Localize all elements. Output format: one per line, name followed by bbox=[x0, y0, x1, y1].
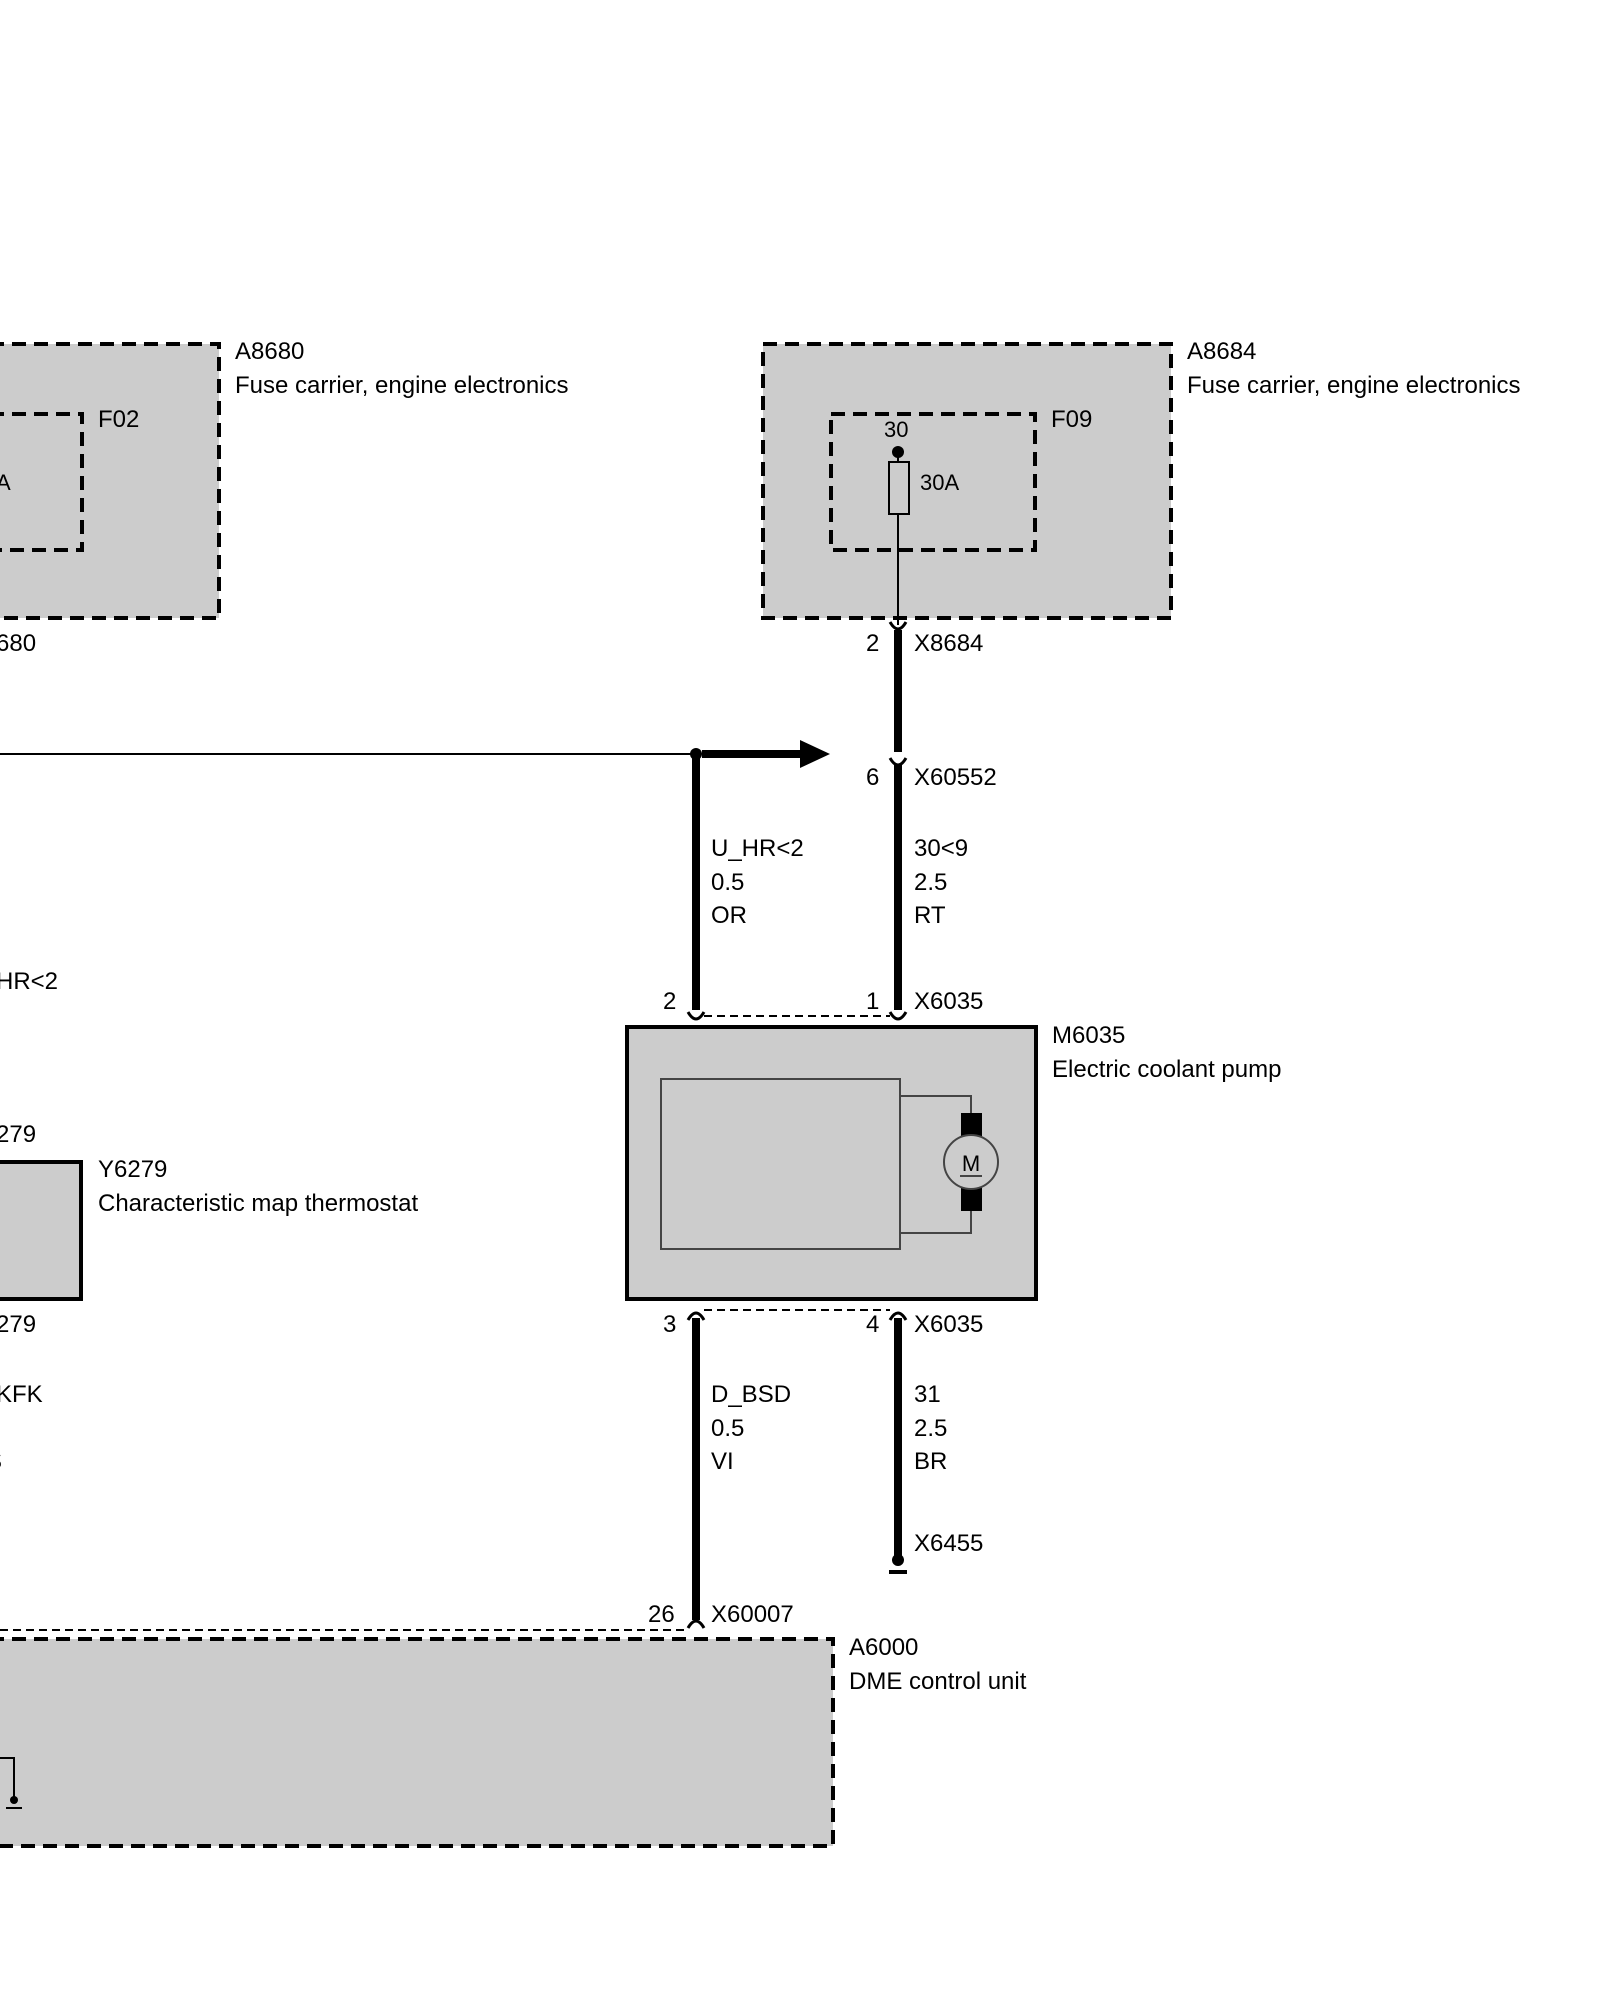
x6455-id: X6455 bbox=[914, 1530, 983, 1557]
wire-u-hr-label: U_HR<2 0.5 OR bbox=[711, 835, 804, 929]
thermostat-connector-bottom: 279 bbox=[0, 1311, 36, 1338]
thermostat-y6279: HR<2 279 Y6279 Characteristic map thermo… bbox=[0, 968, 418, 1475]
x8684-id: X8684 bbox=[914, 630, 983, 657]
thermostat-wire-signal: HR<2 bbox=[0, 968, 58, 995]
a8684-name: Fuse carrier, engine electronics bbox=[1187, 372, 1521, 399]
internal-ground-icon bbox=[0, 1757, 22, 1809]
wire-31-signal: 31 bbox=[914, 1381, 941, 1408]
f02-id: F02 bbox=[98, 406, 139, 433]
a8680-id: A8680 bbox=[235, 338, 304, 365]
u-hr-cross-section: 0.5 bbox=[711, 869, 744, 896]
pump-pin-1: 1 bbox=[866, 988, 879, 1015]
pump-pin-4: 4 bbox=[866, 1311, 879, 1338]
x60552-pin: 6 bbox=[866, 764, 879, 791]
connector-x6035-bottom: 3 4 X6035 bbox=[663, 1309, 983, 1338]
x8680-connector: 680 bbox=[0, 630, 36, 657]
thermostat-wire-color: S bbox=[0, 1448, 2, 1475]
wire-31-label: 31 2.5 BR bbox=[914, 1381, 947, 1475]
x6035-bottom-id: X6035 bbox=[914, 1311, 983, 1338]
d-bsd-color: VI bbox=[711, 1448, 734, 1475]
pump-name: Electric coolant pump bbox=[1052, 1056, 1281, 1083]
a8684-id: A8684 bbox=[1187, 338, 1256, 365]
dme-name: DME control unit bbox=[849, 1668, 1027, 1695]
fuse-carrier-a8680: A8680 Fuse carrier, engine electronics F… bbox=[0, 338, 569, 657]
f02-rating: A bbox=[0, 470, 11, 495]
d-bsd-cross-section: 0.5 bbox=[711, 1415, 744, 1442]
f09-pin: 30 bbox=[884, 417, 908, 442]
x8684-pin: 2 bbox=[866, 630, 879, 657]
wire-31-cross-section: 2.5 bbox=[914, 1415, 947, 1442]
thermostat-id: Y6279 bbox=[98, 1156, 167, 1183]
d-bsd-signal: D_BSD bbox=[711, 1381, 791, 1408]
ground-x6455: X6455 bbox=[889, 1530, 983, 1574]
wire-d-bsd-label: D_BSD 0.5 VI bbox=[711, 1381, 791, 1475]
dme-id: A6000 bbox=[849, 1634, 918, 1661]
pump-id: M6035 bbox=[1052, 1022, 1125, 1049]
connector-x6035-top: 2 1 X6035 bbox=[663, 988, 983, 1021]
electric-coolant-pump-m6035: M M6035 Electric coolant pump bbox=[625, 1022, 1281, 1301]
motor-symbol: M bbox=[962, 1151, 980, 1176]
u-hr-signal: U_HR<2 bbox=[711, 835, 804, 862]
fuse-carrier-a8684: A8684 Fuse carrier, engine electronics F… bbox=[761, 338, 1521, 625]
thermostat-wire-signal-bottom: KFK bbox=[0, 1381, 43, 1408]
f09-id: F09 bbox=[1051, 406, 1092, 433]
arrow-right-icon bbox=[800, 740, 830, 768]
pump-pin-2: 2 bbox=[663, 988, 676, 1015]
pump-pin-3: 3 bbox=[663, 1311, 676, 1338]
wire-30-label: 30<9 2.5 RT bbox=[914, 835, 968, 929]
wire-31-color: BR bbox=[914, 1448, 947, 1475]
u-hr-color: OR bbox=[711, 902, 747, 929]
thermostat-name: Characteristic map thermostat bbox=[98, 1190, 418, 1217]
thermostat-connector-top: 279 bbox=[0, 1121, 36, 1148]
ground-icon bbox=[892, 1554, 904, 1566]
x60552-id: X60552 bbox=[914, 764, 997, 791]
wire-30-signal: 30<9 bbox=[914, 835, 968, 862]
dme-pin-26: 26 bbox=[648, 1601, 675, 1628]
wire-30-cross-section: 2.5 bbox=[914, 869, 947, 896]
f09-rating: 30A bbox=[920, 470, 959, 495]
x6035-top-id: X6035 bbox=[914, 988, 983, 1015]
x60007-id: X60007 bbox=[711, 1601, 794, 1628]
continuation-arrow bbox=[0, 740, 830, 768]
wire-30-color: RT bbox=[914, 902, 946, 929]
connector-x60552: 6 X60552 bbox=[866, 757, 997, 791]
connector-x8684: 2 X8684 bbox=[866, 621, 983, 657]
dme-control-unit-a6000: 26 X60007 A6000 DME control unit bbox=[0, 1601, 1027, 1848]
a8680-name: Fuse carrier, engine electronics bbox=[235, 372, 569, 399]
motor-icon bbox=[943, 1134, 999, 1190]
